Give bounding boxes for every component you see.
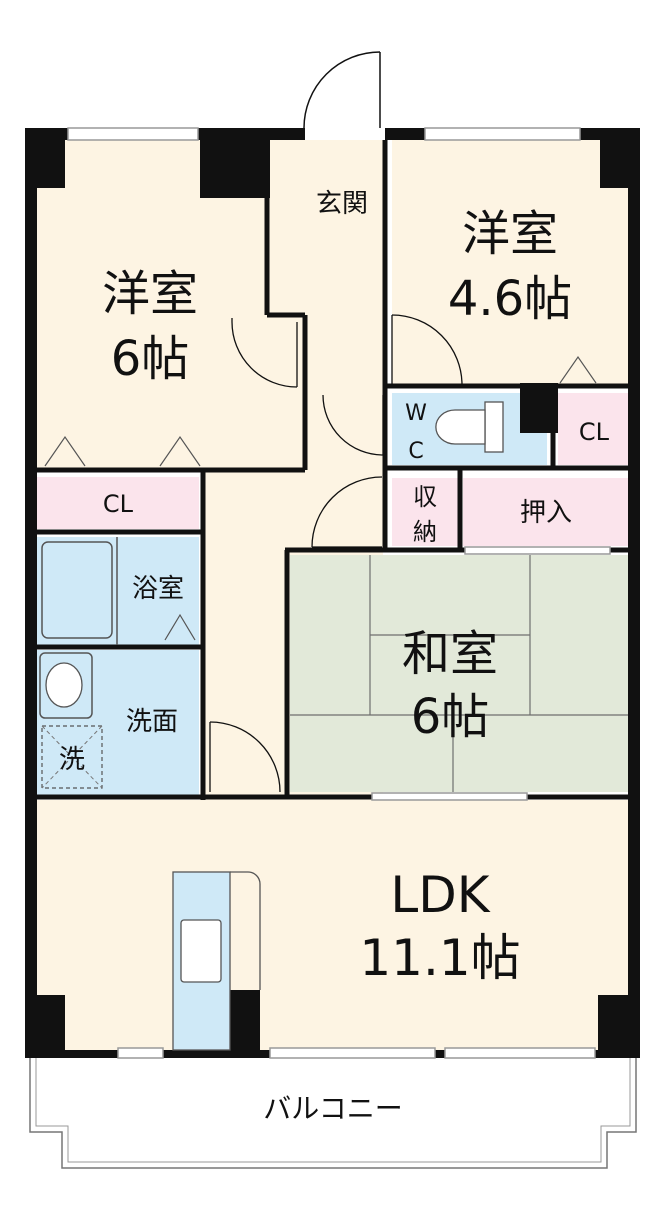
toilet-tank xyxy=(484,401,504,453)
washer-box xyxy=(41,725,103,789)
closet-markers xyxy=(44,355,597,641)
toilet-bowl-icon xyxy=(435,409,486,445)
ldk-name: LDK xyxy=(390,866,490,924)
japanese-room-size: 6帖 xyxy=(411,689,490,745)
wc-label-c: C xyxy=(408,439,423,464)
bath-label: 浴室 xyxy=(132,574,184,604)
wc-label-w: W xyxy=(405,401,427,426)
closet-west-label: CL xyxy=(103,490,134,518)
bathtub xyxy=(41,541,113,639)
tatami-lines xyxy=(290,555,628,792)
washroom-label: 洗面 xyxy=(126,707,178,737)
storage-floor xyxy=(392,478,458,546)
western-room-4-6-floor xyxy=(392,140,628,386)
windows xyxy=(67,127,611,1059)
storage-label-2: 納 xyxy=(413,518,437,546)
western-room-4-6-name: 洋室 xyxy=(462,206,558,262)
closet-east-label: CL xyxy=(579,418,610,446)
closet-floor-east xyxy=(558,393,628,465)
balcony-label: バルコニー xyxy=(263,1092,402,1125)
oshiire-floor xyxy=(463,478,628,546)
basin-bowl xyxy=(45,662,83,708)
front-door xyxy=(303,51,381,129)
interior-walls xyxy=(37,140,628,800)
ldk-floor xyxy=(37,800,628,1050)
japanese-room-name: 和室 xyxy=(402,626,498,682)
door-swings xyxy=(209,314,463,793)
closet-floor-west xyxy=(37,477,199,529)
storage-label-1: 収 xyxy=(413,483,437,511)
washer-label: 洗 xyxy=(59,745,85,775)
kitchen-rail xyxy=(230,871,261,990)
entrance-label: 玄関 xyxy=(316,189,368,219)
western-room-4-6-size: 4.6帖 xyxy=(448,271,572,327)
entrance-floor xyxy=(270,140,383,275)
oshiire-label: 押入 xyxy=(520,498,572,528)
room-labels: 洋室 6帖 洋室 4.6帖 玄関 CL CL W C 収 納 押入 浴室 洗面 … xyxy=(59,189,610,1125)
western-room-6-size: 6帖 xyxy=(111,331,190,387)
balcony-inner-line xyxy=(35,1058,631,1163)
washer-x2 xyxy=(41,725,103,789)
japanese-room-floor xyxy=(290,555,628,792)
kitchen-sink xyxy=(180,919,222,983)
western-room-6-name: 洋室 xyxy=(102,266,198,322)
floor-fills xyxy=(37,140,628,1050)
balcony-outline xyxy=(29,1058,637,1169)
ldk-size: 11.1帖 xyxy=(359,929,520,987)
